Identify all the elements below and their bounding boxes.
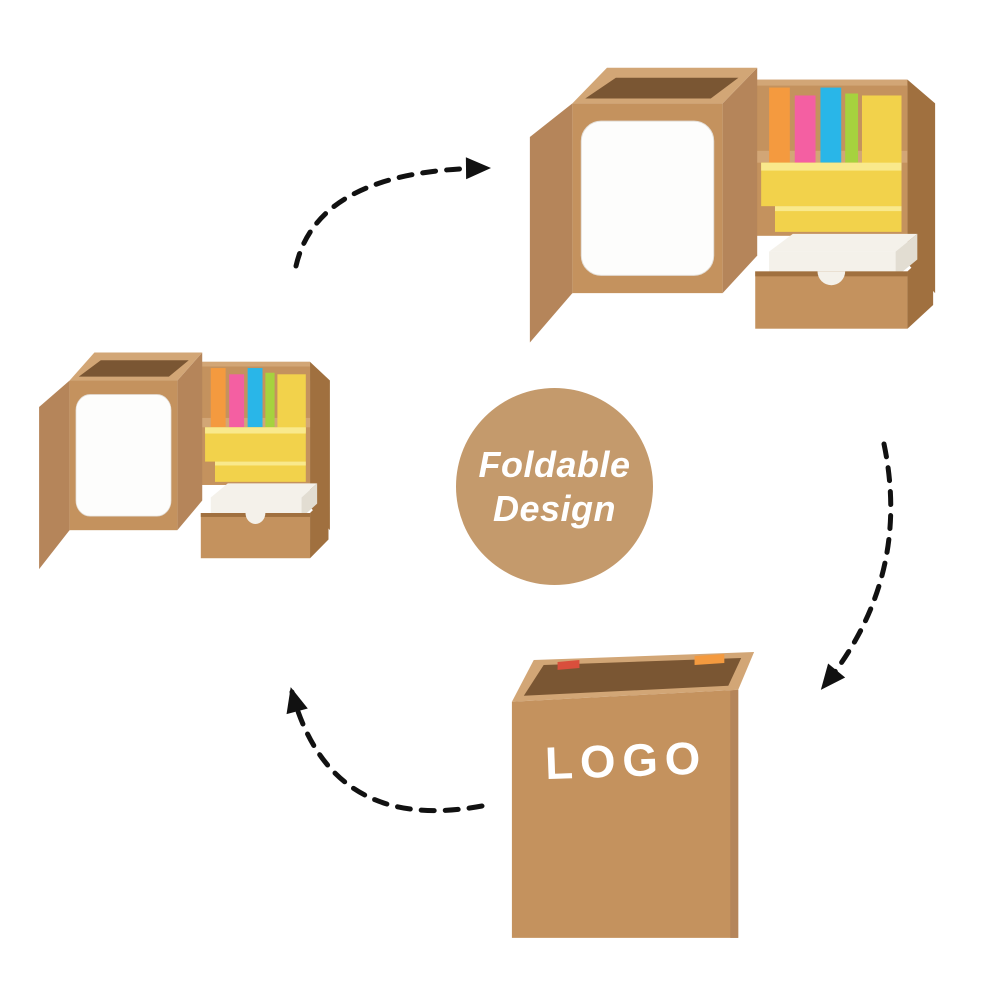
open-organizer-photo-top <box>520 52 945 388</box>
logo-placeholder-text: LOGO <box>544 732 708 789</box>
cube-front-face <box>511 689 739 938</box>
open-organizer-photo-left <box>32 340 337 605</box>
cube-right-shade <box>730 689 739 938</box>
arrow-right-icon <box>820 441 894 690</box>
folded-cube: LOGO <box>511 652 755 938</box>
arrow-top-icon <box>293 157 491 269</box>
badge-text-line1: Foldable <box>478 443 631 485</box>
foldable-design-badge: Foldable Design <box>456 388 653 585</box>
flag-orange-peek <box>694 654 725 665</box>
arrow-bottom-left-icon <box>286 687 485 814</box>
folded-cube-photo: LOGO <box>511 652 755 938</box>
flag-red-peek <box>557 660 580 670</box>
badge-text-line2: Design <box>492 487 617 529</box>
